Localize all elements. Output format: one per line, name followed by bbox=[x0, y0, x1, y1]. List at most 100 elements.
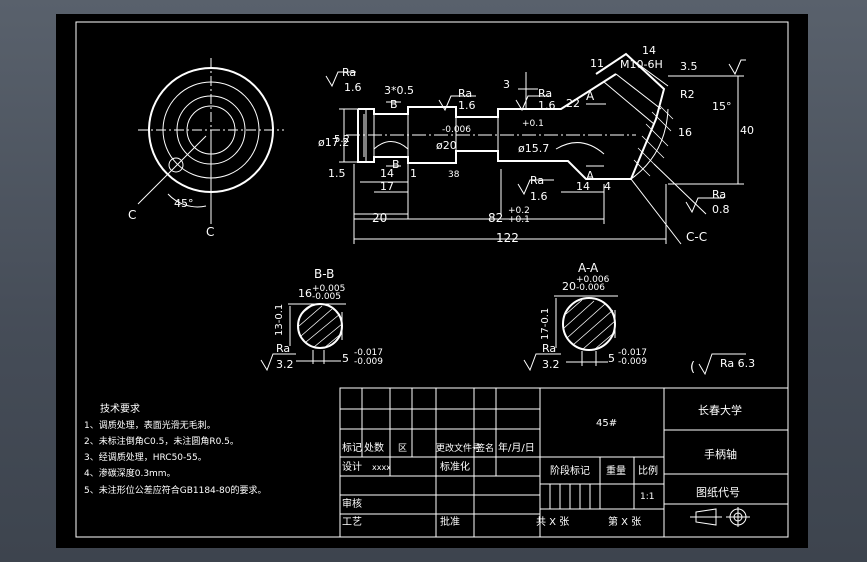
bb-5-lower: -0.009 bbox=[354, 357, 383, 367]
note-4: 4、渗碳深度0.3mm。 bbox=[84, 467, 176, 479]
aa-title: A-A bbox=[578, 261, 599, 275]
scale-value: 1:1 bbox=[640, 492, 654, 502]
ra-1-value: 1.6 bbox=[344, 81, 362, 94]
weight-label: 重量 bbox=[606, 464, 626, 477]
dim-3-5-label: 3.5 bbox=[680, 60, 698, 73]
bb-tol-upper: +0.005 bbox=[312, 284, 345, 294]
aa-ra-value: 3.2 bbox=[542, 358, 560, 371]
dim-5-2-label: 5.2 bbox=[334, 134, 350, 145]
dim-22-label: 22 bbox=[566, 97, 580, 110]
c-right-label: C bbox=[206, 225, 214, 239]
shaft-main-view bbox=[325, 52, 746, 245]
technical-notes: 技术要求 1、调质处理，表面光滑无毛刺。 2、未标注倒角C0.5，未注圆角R0.… bbox=[84, 402, 266, 496]
projection-symbol-icon bbox=[690, 507, 750, 527]
ra-4-value: 1.6 bbox=[530, 190, 548, 203]
shaft-dimension-labels: Ra 1.6 3*0.5 B Ra 1.6 3 Ra 1.6 11 14 M10… bbox=[318, 44, 754, 245]
angle-45-label: 45° bbox=[174, 197, 194, 210]
header-sign: 签名 bbox=[476, 442, 494, 454]
school-name: 长春大学 bbox=[698, 403, 742, 417]
header-mark: 标记 bbox=[342, 442, 362, 454]
ra-3-label: Ra bbox=[538, 87, 552, 100]
aa-tol-lower: -0.006 bbox=[576, 283, 605, 293]
angle-15-label: 15° bbox=[712, 100, 732, 113]
note-2: 2、未标注倒角C0.5，未注圆角R0.5。 bbox=[84, 435, 239, 447]
section-cc-label: C-C bbox=[686, 230, 707, 244]
bb-ra-label: Ra bbox=[276, 342, 290, 355]
ra-4-label: Ra bbox=[530, 174, 544, 187]
dim-17-label: 17 bbox=[380, 180, 394, 193]
dim-3-label: 3 bbox=[503, 78, 510, 91]
bb-5-label: 5 bbox=[342, 352, 349, 365]
design-label: 设计 bbox=[342, 460, 362, 473]
ra-2-value: 1.6 bbox=[458, 99, 476, 112]
ra-2-label: Ra bbox=[458, 87, 472, 100]
drawing-sheet: C C 45° bbox=[56, 14, 808, 548]
ra-5-value: 0.8 bbox=[712, 203, 730, 216]
b-top-label: B bbox=[390, 98, 398, 111]
dim-14-a-label: 14 bbox=[380, 167, 394, 180]
note-5: 5、未注形位公差应符合GB1184-80的要求。 bbox=[84, 484, 266, 496]
aa-dim: 20 bbox=[562, 280, 576, 293]
total-sheets: 共 X 张 bbox=[536, 516, 569, 528]
chamfer-label: 3*0.5 bbox=[384, 84, 414, 97]
dim-20-label: 20 bbox=[372, 211, 387, 225]
r2-label: R2 bbox=[680, 88, 695, 101]
tol-82-lower: +0.1 bbox=[508, 215, 530, 225]
dim-11-label: 11 bbox=[590, 57, 604, 70]
bb-dim: 16 bbox=[298, 287, 312, 300]
dim-4-label: 4 bbox=[604, 180, 611, 193]
note-3: 3、经调质处理，HRC50-55。 bbox=[84, 451, 207, 463]
section-bb: B-B 16 +0.005 -0.005 13-0.1 Ra 3.2 5 -0.… bbox=[260, 267, 383, 372]
dim-1-5-label: 1.5 bbox=[328, 167, 346, 180]
review-label: 审核 bbox=[342, 497, 362, 510]
end-view: C C 45° bbox=[128, 58, 284, 239]
standard-label: 标准化 bbox=[440, 460, 470, 473]
aa-ra-label: Ra bbox=[542, 342, 556, 355]
material-value: 45# bbox=[596, 418, 617, 429]
tol-20-label: -0.006 bbox=[442, 125, 471, 135]
dim-122-label: 122 bbox=[496, 231, 519, 245]
a-bot-label: A bbox=[586, 169, 595, 183]
aa-5-label: 5 bbox=[608, 352, 615, 365]
header-docno: 更改文件号 bbox=[436, 442, 481, 454]
dim-40-label: 40 bbox=[740, 124, 754, 137]
ra-1-label: Ra bbox=[342, 66, 356, 79]
dim-14-top-label: 14 bbox=[642, 44, 656, 57]
scale-label: 比例 bbox=[638, 464, 658, 477]
header-zone: 区 bbox=[398, 443, 407, 454]
dia-17-2-label: ø17.2 bbox=[318, 136, 349, 149]
dim-14-b-label: 14 bbox=[576, 180, 590, 193]
dim-82-label: 82 bbox=[488, 211, 503, 225]
bb-tol-lower: -0.005 bbox=[312, 292, 341, 302]
tol-82-upper: +0.2 bbox=[508, 206, 530, 216]
header-count: 处数 bbox=[364, 441, 384, 454]
bb-title: B-B bbox=[314, 267, 334, 281]
aa-tol-upper: +0.006 bbox=[576, 275, 610, 285]
general-ra-label: Ra 6.3 bbox=[720, 357, 755, 370]
bb-5-upper: -0.017 bbox=[354, 348, 383, 358]
aa-5-upper: -0.017 bbox=[618, 348, 647, 358]
tol-15-label: +0.1 bbox=[522, 119, 544, 129]
section-aa: A-A 20 +0.006 -0.006 17-0.1 Ra 3.2 5 -0.… bbox=[523, 261, 647, 372]
dia-15-7-label: ø15.7 bbox=[518, 142, 549, 155]
dia-20-label: ø20 bbox=[436, 139, 457, 152]
bb-13-label: 13-0.1 bbox=[274, 304, 285, 336]
part-name: 手柄轴 bbox=[704, 447, 737, 461]
drawing-canvas: C C 45° bbox=[75, 21, 789, 538]
dim-1-label: 1 bbox=[410, 167, 417, 180]
title-block: 45# 长春大学 手柄轴 图纸代号 标记 处数 区 更改文件号 签名 年/月/日… bbox=[339, 387, 789, 538]
c-left-label: C bbox=[128, 208, 136, 222]
bb-ra-value: 3.2 bbox=[276, 358, 294, 371]
aa-17-label: 17-0.1 bbox=[540, 308, 551, 340]
note-1: 1、调质处理，表面光滑无毛刺。 bbox=[84, 419, 216, 431]
m10-label: M10-6H bbox=[620, 58, 663, 71]
sheet-number: 第 X 张 bbox=[608, 515, 641, 528]
aa-5-lower: -0.009 bbox=[618, 357, 647, 367]
dim-16-label: 16 bbox=[678, 126, 692, 139]
drawing-code: 图纸代号 bbox=[696, 486, 740, 499]
b-bot-label: B bbox=[392, 158, 400, 171]
approve-label: 批准 bbox=[440, 515, 460, 528]
ra-3-value: 1.6 bbox=[538, 99, 556, 112]
header-date: 年/月/日 bbox=[498, 441, 535, 454]
a-top-label: A bbox=[586, 89, 595, 103]
